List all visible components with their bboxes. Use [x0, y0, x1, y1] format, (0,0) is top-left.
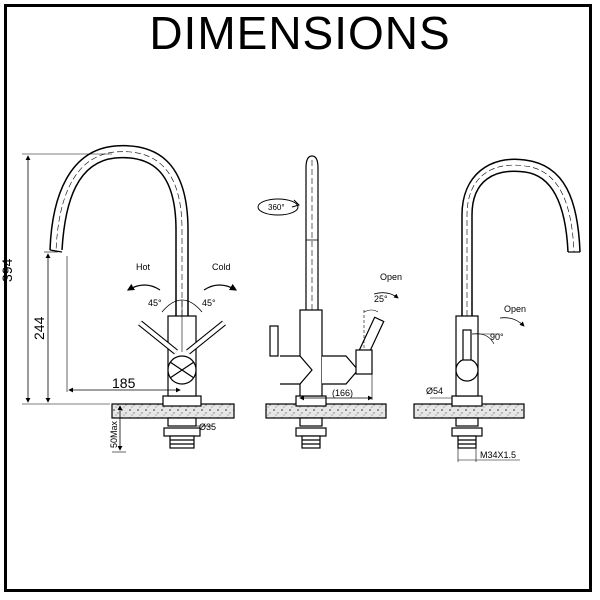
hot-label: Hot — [136, 262, 151, 272]
rear-thread: M34X1.5 — [480, 450, 516, 460]
angle-right: 45° — [202, 298, 216, 308]
rear-view — [413, 158, 581, 462]
rear-base-diameter: Ø54 — [426, 386, 443, 396]
dim-reach: 185 — [112, 375, 136, 391]
rear-mount-nut — [451, 427, 483, 437]
dim-max-thickness: 50Max — [109, 420, 119, 448]
side-width: (166) — [332, 388, 353, 398]
side-angle: 25° — [374, 294, 388, 304]
rear-spout — [461, 158, 581, 316]
drawing-frame — [4, 4, 592, 592]
page-title: DIMENSIONS — [149, 7, 451, 59]
rear-angle: 90° — [490, 332, 504, 342]
rotation-arrow — [257, 198, 299, 216]
base-plate — [162, 395, 202, 407]
dim-spout-height: 244 — [31, 316, 47, 340]
mount-nut — [163, 427, 201, 437]
side-view — [257, 155, 399, 449]
dim-base-diameter: Ø35 — [199, 422, 216, 432]
front-view — [22, 144, 238, 453]
dim-total-height: 394 — [0, 258, 15, 282]
side-spout — [305, 155, 319, 360]
cold-label: Cold — [212, 262, 231, 272]
angle-left: 45° — [148, 298, 162, 308]
rotation-label: 360° — [268, 203, 285, 212]
side-mount-nut — [295, 427, 327, 437]
rear-open-label: Open — [504, 304, 526, 314]
spout-outer — [61, 156, 177, 316]
side-open-label: Open — [380, 272, 402, 282]
